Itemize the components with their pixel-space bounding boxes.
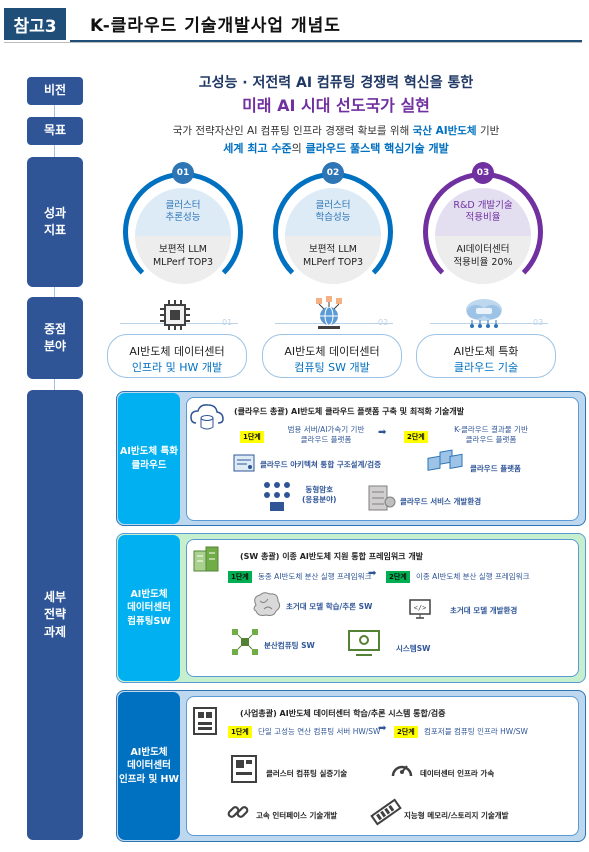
focus-card-2: AI반도체 데이터센터 컴퓨팅 SW 개발 (262, 334, 402, 378)
link-icon (227, 806, 249, 818)
panel-hw-item3: 고속 인터페이스 기술개발 (256, 811, 338, 820)
focus-card-1-line1: AI반도체 데이터센터 (129, 345, 225, 358)
focus-card-3-line1: AI반도체 특화 (453, 345, 519, 358)
panel-cloud-stage1-text: 범용 서버/AI가속기 기반 클라우드 플랫폼 (287, 425, 365, 445)
goal-line1-post: 기반 (479, 125, 500, 137)
vision-line1: 고성능 · 저전력 AI 컴퓨팅 경쟁력 혁신을 통한 (198, 75, 474, 91)
panel-cloud-item4: 클라우드 서비스 개발환경 (400, 497, 482, 506)
cloud-database-icon (190, 404, 224, 430)
panel-hw-item2: 데이터센터 인프라 가속 (420, 769, 495, 778)
panel-hw-stage1: 1단계 (228, 726, 252, 738)
panel-cloud-title: (클라우드 총괄) AI반도체 클라우드 플랫폼 구축 및 최적화 기술개발 (234, 407, 465, 416)
section-badge: 참고3 (4, 8, 66, 40)
goal-line1: 국가 전략자산인 AI 컴퓨팅 인프라 경쟁력 확보를 위해 국산 AI반도체 … (96, 123, 576, 138)
distributed-icon (232, 629, 258, 655)
panel-hw-title: (사업총괄) AI반도체 데이터센터 학습/추론 시스템 통합/검증 (240, 709, 446, 718)
panel-sw-body (186, 539, 579, 677)
panel-hw-stage2-text: 컴포저블 컴퓨팅 인프라 HW/SW (424, 727, 528, 736)
panel-sw-item2: 초거대 모델 개발환경 (450, 606, 518, 615)
focus-card-2-line2: 컴퓨팅 SW 개발 (294, 360, 370, 374)
panel-sw-item3: 분산컴퓨팅 SW (264, 641, 315, 650)
focus-num-2: 02 (378, 318, 389, 327)
sidebar-vision: 비전 (27, 77, 83, 105)
servers-icon (427, 449, 463, 471)
panel-sw-label: AI반도체 데이터센터 컴퓨팅SW (118, 535, 180, 681)
result-num-3: 03 (472, 162, 494, 184)
panel-hw-item4: 지능형 메모리/스토리지 기술개발 (404, 811, 509, 820)
panel-sw-item1: 초거대 모델 학습/추론 SW (286, 602, 373, 611)
server-rack-icon (368, 485, 396, 511)
panel-sw-title: (SW 총괄) 이종 AI반도체 지원 통합 프레임워크 개발 (240, 552, 424, 561)
panel-sw-stage2: 2단계 (386, 571, 410, 583)
svg-text:</>: </> (414, 604, 427, 612)
sidebar-goal: 목표 (27, 117, 83, 145)
header-rule-thin (4, 42, 582, 43)
panel-sw-item4: 시스템SW (396, 644, 431, 653)
focus-card-2-line1: AI반도체 데이터센터 (284, 345, 380, 358)
goal-line2: 세계 최고 수준의 클라우드 풀스택 핵심기술 개발 (96, 140, 576, 156)
result-num-1: 01 (172, 162, 194, 184)
brain-icon (253, 592, 281, 616)
focus-card-1-line2: 인프라 및 HW 개발 (131, 360, 223, 374)
arrow-right-icon-2: ➡ (368, 568, 377, 579)
result-num-2: 02 (322, 162, 344, 184)
vision-line2: 미래 AI 시대 선도국가 실현 (242, 96, 430, 115)
panel-sw-stage1: 1단계 (228, 571, 252, 583)
arrow-right-icon-3: ➡ (378, 723, 387, 734)
panel-cloud-stage1: 1단계 (240, 431, 264, 443)
cluster-icon (231, 755, 257, 783)
panel-hw-stage1-text: 단일 고성능 연산 컴퓨팅 서버 HW/SW (258, 727, 381, 736)
sidebar-detail: 세부 전략 과제 (27, 390, 83, 840)
goal-line1-em: 국산 AI반도체 (412, 125, 477, 137)
panel-cloud-stage2: 2단계 (404, 431, 428, 443)
focus-card-3-line2: 클라우드 기술 (453, 360, 519, 374)
focus-line-3 (430, 323, 548, 324)
cloud-icon (466, 299, 502, 328)
arrow-right-icon: ➡ (378, 427, 387, 438)
panel-sw-stage2-text: 이종 AI반도체 분산 실행 프레임워크 (416, 572, 530, 581)
system-monitor-icon (348, 630, 380, 656)
goal-line2-b: 의 (291, 142, 302, 155)
header-rule (70, 40, 582, 42)
panel-hw-item1: 클러스터 컴퓨팅 실증기술 (266, 769, 348, 778)
result-target-2: 보편적 LLM MLPerf TOP3 (285, 236, 381, 284)
document-icon (233, 454, 255, 472)
speedometer-icon (391, 765, 413, 777)
focus-card-1: AI반도체 데이터센터 인프라 및 HW 개발 (107, 334, 247, 378)
memory-icon (370, 798, 402, 826)
server-board-icon (193, 707, 217, 735)
code-monitor-icon: </> (409, 599, 431, 619)
chip-icon (160, 300, 190, 330)
sidebar-focus: 중점 분야 (27, 297, 83, 379)
panel-cloud-label: AI반도체 특화 클라우드 (118, 393, 180, 524)
focus-num-3: 03 (533, 318, 544, 327)
focus-card-3: AI반도체 특화 클라우드 기술 (416, 334, 556, 378)
sidebar-results: 성과 지표 (27, 157, 83, 287)
focus-line-2 (275, 323, 393, 324)
network-icon (316, 296, 342, 329)
goal-line2-a: 세계 최고 수준 (223, 142, 292, 155)
panel-cloud-item2: 클라우드 플랫폼 (470, 464, 521, 473)
panel-hw-stage2: 2단계 (394, 726, 418, 738)
panel-cloud-item3: 동형암호 (응용분야) (302, 485, 337, 505)
encryption-icon (264, 482, 290, 511)
panel-cloud-item1: 클라우드 아키텍쳐 통합 구조설계/검증 (260, 460, 381, 469)
framework-icon (193, 546, 219, 572)
page-title: K-클라우드 기술개발사업 개념도 (90, 16, 341, 36)
panel-sw-stage1-text: 동종 AI반도체 분산 실행 프레임워크 (258, 572, 372, 581)
panel-hw-label: AI반도체 데이터센터 인프라 및 HW (118, 692, 180, 840)
panel-cloud-stage2-text: K-클라우드 결과물 기반 클라우드 플랫폼 (454, 425, 528, 445)
goal-line1-pre: 국가 전략자산인 AI 컴퓨팅 인프라 경쟁력 확보를 위해 (172, 125, 410, 137)
focus-num-1: 01 (222, 318, 233, 327)
goal-line2-c: 클라우드 풀스택 핵심기술 개발 (305, 142, 449, 155)
